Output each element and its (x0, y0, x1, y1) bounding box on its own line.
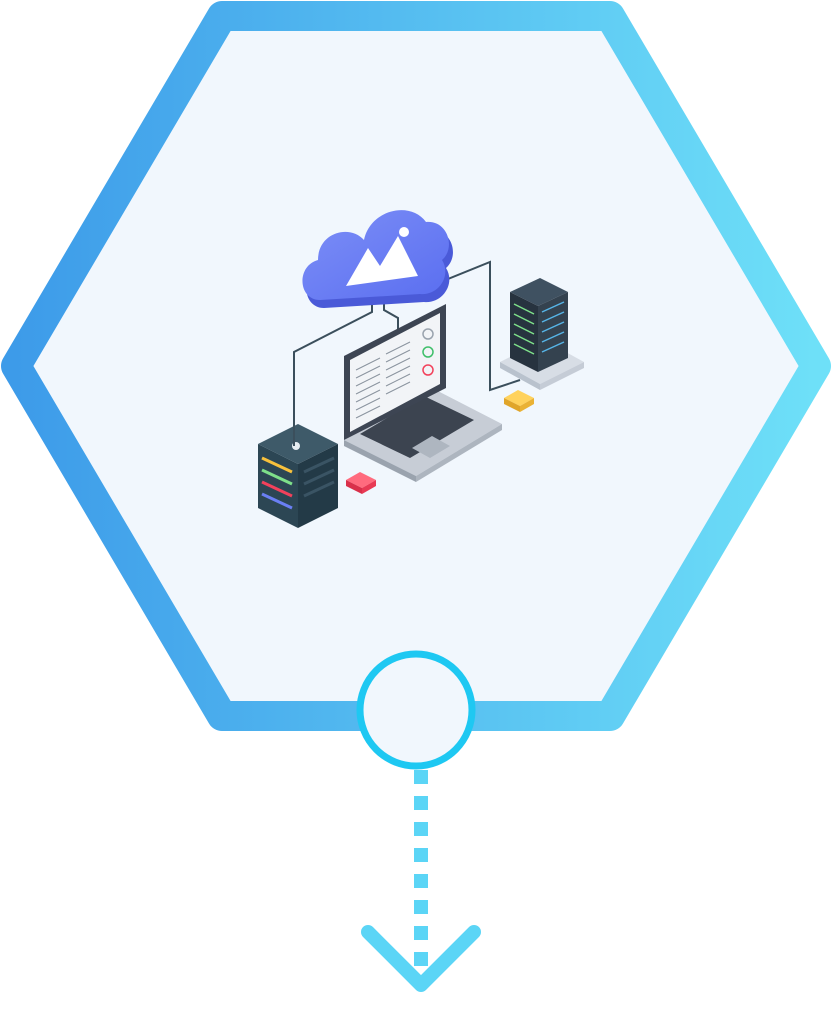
connector-node (356, 650, 476, 770)
chevron-down-icon (361, 925, 481, 992)
network-illustration (258, 210, 584, 528)
server-rack-icon (500, 278, 584, 390)
laptop-icon (344, 304, 502, 482)
red-block-icon (346, 472, 376, 494)
laptop-keyboard (360, 396, 474, 458)
yellow-block-icon (504, 390, 534, 412)
status-ring-green (422, 346, 434, 358)
laptop-touchpad (412, 436, 450, 458)
server-stack-icon (258, 420, 338, 528)
cloud-image-icon (302, 210, 453, 308)
sun-icon (399, 227, 409, 237)
mountain-icon (346, 236, 418, 286)
status-ring-red (422, 364, 434, 376)
status-ring-gray (422, 328, 434, 340)
